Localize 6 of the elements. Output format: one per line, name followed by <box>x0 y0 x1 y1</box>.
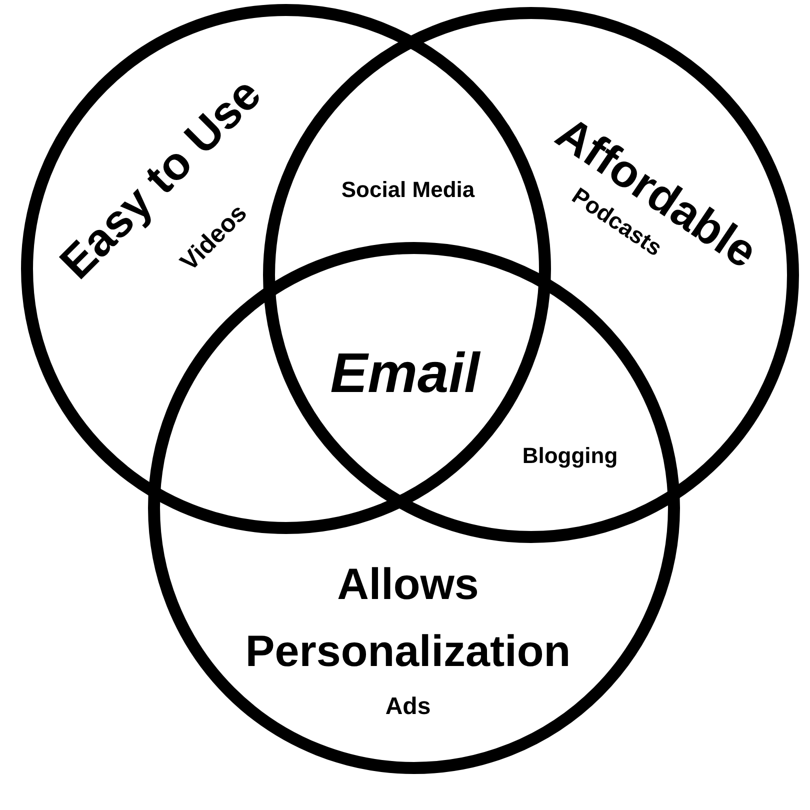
venn-circle <box>263 7 799 543</box>
center-label: Email <box>330 345 480 401</box>
circle-heading: Allows Personalization <box>244 559 572 678</box>
overlap-label: Blogging <box>522 445 618 467</box>
overlap-label: Social Media <box>341 179 475 201</box>
circle-item: Ads <box>385 695 431 719</box>
